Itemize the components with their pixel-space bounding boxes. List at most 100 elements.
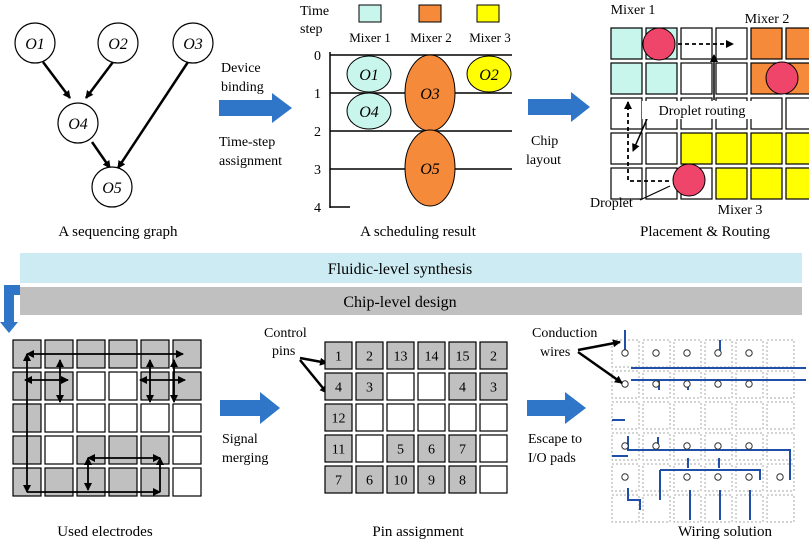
pin-cell: [479, 341, 508, 370]
blue-arrow-4: [527, 392, 586, 424]
wiring-cell: [642, 370, 671, 399]
op-o5: [404, 129, 456, 207]
node-o1-label: O1: [25, 36, 45, 53]
pin-cell: [386, 465, 415, 494]
pins-caption: Pin assignment: [372, 524, 464, 540]
svg-text:O2: O2: [479, 67, 499, 84]
pin-cell: [324, 465, 353, 494]
wiring-pad: [745, 442, 753, 450]
svg-text:merging: merging: [222, 451, 268, 466]
svg-text:layout: layout: [526, 153, 561, 168]
electrode-cell: [140, 467, 170, 497]
pin-cell: [324, 372, 353, 401]
wiring-cell: [611, 463, 640, 492]
op-o1: [346, 55, 392, 93]
op-o2: [466, 55, 512, 93]
wiring-pad: [621, 473, 629, 481]
placement-cell: [645, 132, 678, 165]
down-arrow: [0, 285, 20, 333]
wiring-cell: [673, 370, 702, 399]
wiring-pad: [621, 380, 629, 388]
wiring-cell: [611, 401, 640, 430]
pin-cell: [355, 403, 384, 432]
wiring-cell: [735, 432, 764, 461]
pin-cell: [355, 372, 384, 401]
pin-cell: [386, 403, 415, 432]
chip-band: Chip-level design: [0, 285, 802, 333]
placement-cell: [610, 62, 643, 95]
wiring-cell: [766, 463, 795, 492]
pin-cell: [417, 434, 446, 463]
svg-text:Chip: Chip: [531, 134, 558, 149]
wiring-cell: [766, 370, 795, 399]
wiring-cell: [673, 339, 702, 368]
pin-cell: [324, 434, 353, 463]
pin-number: 3: [366, 381, 373, 396]
wiring-cell: [704, 401, 733, 430]
schedule-caption: A scheduling result: [360, 224, 477, 240]
svg-text:Mixer 1: Mixer 1: [349, 30, 391, 45]
wiring-cell: [611, 432, 640, 461]
placement-caption: Placement & Routing: [640, 224, 770, 240]
svg-text:Signal: Signal: [222, 432, 258, 447]
arrow-chip-layout: Chip layout: [526, 92, 590, 168]
pin-cell: [479, 372, 508, 401]
mixer2-label: Mixer 2: [745, 12, 790, 27]
wiring-cell: [766, 432, 795, 461]
electrode-cell: [76, 403, 106, 433]
electrode-cell: [108, 435, 138, 465]
placement-cell: [715, 167, 748, 200]
pin-cell: [355, 434, 384, 463]
mixer2-legend-swatch: [418, 4, 442, 23]
electrode-cell: [108, 371, 138, 401]
op-o4: [346, 92, 392, 130]
pin-number: 3: [490, 381, 497, 396]
wiring-caption: Wiring solution: [678, 524, 772, 540]
wiring-cell: [642, 494, 671, 523]
droplet-mixer1: [642, 27, 676, 61]
pin-cell: [417, 465, 446, 494]
placement-cell: [750, 132, 783, 165]
mixer1-legend-swatch: [358, 4, 382, 23]
arrow-signal-merging: Signal merging: [220, 392, 280, 466]
wiring-cell: [673, 432, 702, 461]
pin-number: 4: [459, 381, 466, 396]
arrow-device-binding: Device binding Time-step assignment: [219, 61, 292, 169]
used-electrodes: Used electrodes: [12, 339, 202, 540]
wiring-cell: [735, 463, 764, 492]
fluidic-band: Fluidic-level synthesis: [20, 253, 802, 283]
wiring-pad: [745, 349, 753, 357]
wiring-cell: [735, 401, 764, 430]
wiring-pad: [745, 473, 753, 481]
wiring-cell: [673, 401, 702, 430]
chip-band-bg: [20, 287, 802, 315]
pin-cell: [479, 434, 508, 463]
electrode-cell: [44, 435, 74, 465]
svg-text:O5: O5: [420, 161, 440, 178]
pin-number: 5: [397, 443, 404, 458]
droplet-mixer2: [765, 61, 799, 95]
pin-number: 4: [335, 381, 342, 396]
placement-cell: [785, 167, 809, 200]
placement-cell: [715, 132, 748, 165]
placement-cell: [785, 97, 809, 130]
pin-cell: [448, 434, 477, 463]
electrode-cell: [76, 371, 106, 401]
chip-band-label: Chip-level design: [343, 294, 456, 311]
pin-cell: [386, 434, 415, 463]
svg-text:pins: pins: [272, 344, 295, 359]
wiring-cell: [642, 463, 671, 492]
electrode-cell: [108, 403, 138, 433]
pin-cell: [355, 465, 384, 494]
placement-cell: [645, 167, 678, 200]
wiring-cell: [642, 432, 671, 461]
droplet-routing-label: Droplet routing: [659, 104, 746, 119]
svg-text:Control: Control: [264, 326, 307, 341]
pin-cell: [324, 403, 353, 432]
wiring-pad: [621, 349, 629, 357]
mixer3-label: Mixer 3: [718, 203, 763, 218]
svg-text:0: 0: [314, 49, 321, 64]
electrode-cell: [172, 403, 202, 433]
svg-text:Mixer 3: Mixer 3: [469, 30, 511, 45]
svg-text:3: 3: [314, 163, 321, 178]
